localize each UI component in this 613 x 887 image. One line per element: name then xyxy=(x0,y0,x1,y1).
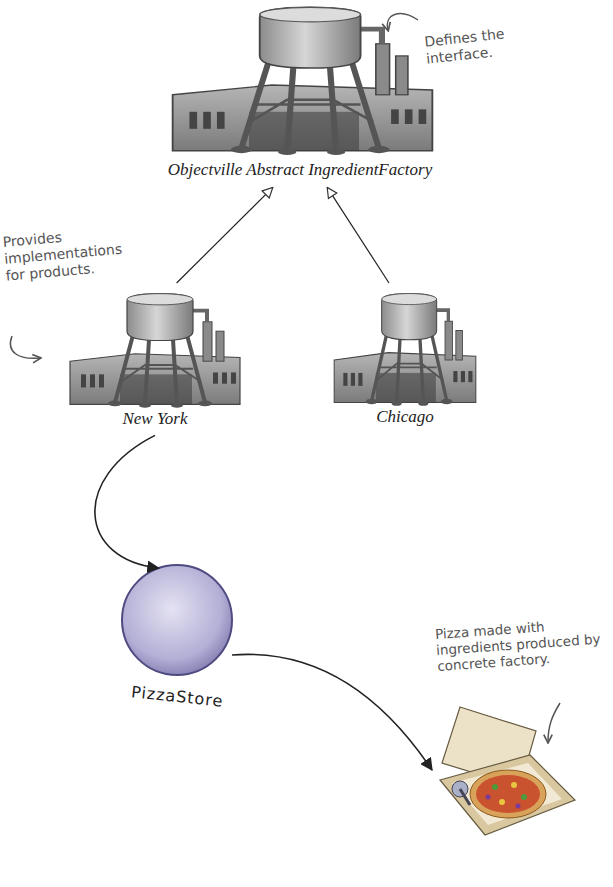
factory-illustration xyxy=(173,7,433,155)
callout-arrow xyxy=(387,14,418,30)
factory-node: New York xyxy=(65,285,245,433)
store-circle xyxy=(122,565,232,675)
annotation-note: Pizza made with ingredients produced by … xyxy=(435,614,610,674)
store-node: PizzaStore xyxy=(115,565,240,710)
factory-node: Objectville Abstract IngredientFactory xyxy=(130,0,470,184)
flow-arrow xyxy=(95,435,159,568)
annotation-note: Provides implementations for products. xyxy=(2,222,141,284)
factory-node: Chicago xyxy=(325,285,485,431)
callout-arrow xyxy=(10,336,40,358)
factory-illustration xyxy=(70,294,240,408)
inheritance-arrow xyxy=(177,187,273,283)
node-label: PizzaStore xyxy=(130,682,224,711)
pizza-box xyxy=(440,707,575,835)
flow-arrow xyxy=(232,654,432,770)
node-label: Objectville Abstract IngredientFactory xyxy=(168,160,432,180)
node-label: Chicago xyxy=(376,407,434,427)
inheritance-arrow xyxy=(327,187,389,283)
node-label: New York xyxy=(122,409,187,429)
annotation-note: Defines the interface. xyxy=(424,22,537,67)
factory-illustration xyxy=(334,294,476,406)
callout-arrow xyxy=(548,703,560,742)
